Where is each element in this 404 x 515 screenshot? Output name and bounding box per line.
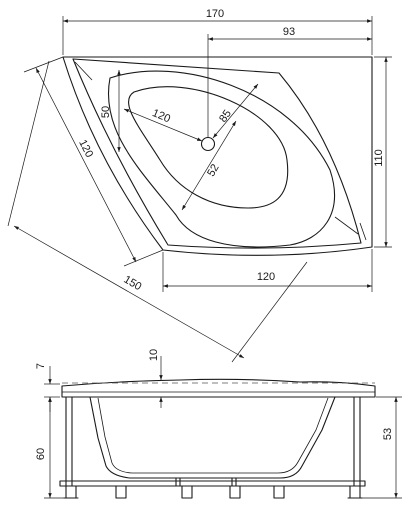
plan-view — [62, 56, 373, 256]
foot-3 — [181, 485, 193, 499]
dim-offset-width: 93 — [283, 26, 295, 38]
elevation-view — [59, 378, 376, 499]
foot-1 — [65, 485, 77, 499]
dim-total-height: 60 — [35, 448, 47, 460]
dim-bowl-diag: 120 — [150, 107, 172, 125]
foot-4 — [229, 485, 241, 499]
frame-rail — [59, 480, 366, 487]
plan-dimensions: 170 93 110 120 120 150 50 120 85 — [7, 8, 392, 363]
plan-inner-rim — [72, 58, 362, 249]
dim-diag-total: 150 — [122, 274, 144, 294]
dim-front-width: 120 — [257, 271, 275, 283]
dim-bowl-inner: 85 — [217, 108, 234, 125]
dim-depth: 10 — [148, 349, 160, 361]
corner-accent-right-2 — [334, 216, 359, 235]
leg-3 — [231, 477, 237, 487]
foot-2 — [115, 485, 127, 499]
leg-2 — [175, 477, 181, 487]
plan-outer-rim — [62, 56, 373, 256]
foot-6 — [349, 485, 361, 499]
dim-bowl-width: 50 — [100, 106, 112, 118]
dim-bowl-short: 52 — [205, 162, 222, 179]
corner-accent-right — [359, 222, 367, 241]
leg-1 — [65, 396, 73, 487]
foot-5 — [273, 485, 285, 499]
elevation-rim — [61, 378, 376, 398]
drain-hole — [200, 136, 216, 152]
dim-leg-height: 53 — [382, 428, 394, 440]
elevation-tub-inner — [97, 397, 329, 474]
elevation-tub-shell — [89, 396, 336, 479]
leg-4 — [353, 396, 361, 487]
dim-rim-thickness: 7 — [35, 363, 47, 369]
elevation-dimensions: 7 10 60 53 — [35, 349, 402, 499]
dim-total-width: 170 — [206, 8, 224, 20]
dim-height: 110 — [373, 149, 385, 167]
dim-diag-side: 120 — [76, 138, 95, 160]
